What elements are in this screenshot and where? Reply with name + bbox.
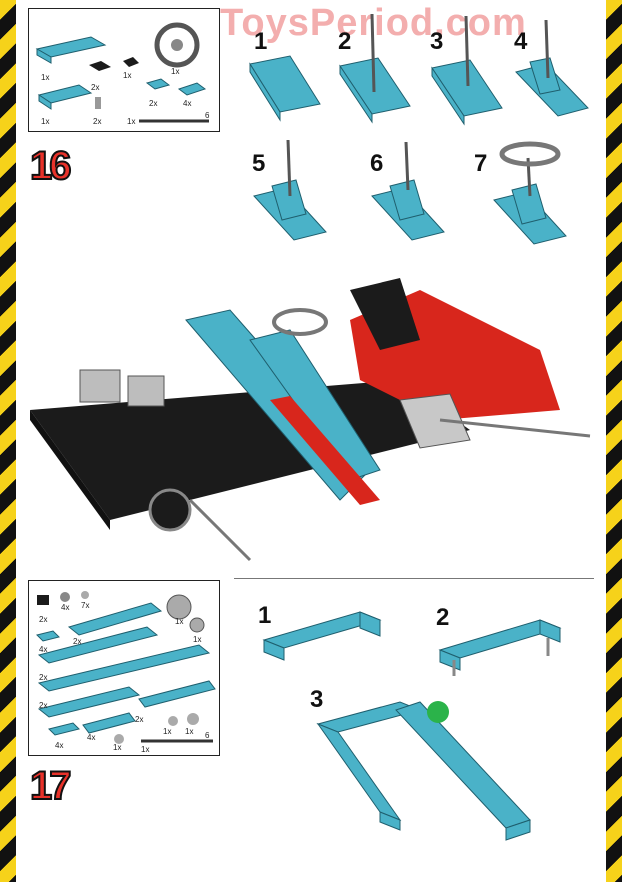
qty-label: 1x (41, 117, 50, 126)
qty-label: 1x (185, 727, 194, 736)
main-assembly (30, 278, 591, 562)
qty-label: 2x (135, 715, 144, 724)
axle-length-label: 6 (205, 111, 210, 120)
substep-number: 1 (258, 602, 272, 629)
substep-number: 5 (252, 150, 266, 177)
qty-label: 4x (61, 603, 70, 612)
qty-label: 1x (163, 727, 172, 736)
hazard-stripe-right (606, 0, 622, 882)
hazard-stripe-left (0, 0, 16, 882)
qty-label: 4x (55, 741, 64, 750)
qty-label: 2x (39, 701, 48, 710)
parts-box-step-16: 1x 2x 1x 1x 1x 2x 4x 2x 1x 6 (28, 8, 220, 132)
substep-number: 3 (430, 28, 444, 55)
qty-label: 4x (87, 733, 96, 742)
substep-number: 3 (310, 686, 324, 713)
parts-illustration-16 (35, 22, 209, 123)
qty-label: 1x (123, 71, 132, 80)
substep-number: 7 (474, 150, 488, 177)
substep-number: 4 (514, 28, 528, 55)
qty-label: 1x (127, 117, 136, 126)
step-number-16: 16 (29, 144, 72, 188)
qty-label: 1x (113, 743, 122, 752)
qty-label: 1x (175, 617, 184, 626)
section-divider (234, 578, 594, 579)
qty-label: 1x (171, 67, 180, 76)
qty-label: 7x (81, 601, 90, 610)
qty-label: 4x (39, 645, 48, 654)
parts-box-step-17: 2x 4x 7x 1x 2x 1x 4x 2x 2x 2x 4x 4x 1x 1… (28, 580, 220, 756)
step-number-17: 17 (29, 764, 72, 808)
substep-number: 2 (338, 28, 352, 55)
qty-label: 2x (39, 673, 48, 682)
qty-label: 2x (73, 637, 82, 646)
axle-length-label: 6 (205, 731, 210, 740)
qty-label: 1x (193, 635, 202, 644)
qty-label: 2x (149, 99, 158, 108)
substep-number: 6 (370, 150, 384, 177)
qty-label: 2x (93, 117, 102, 126)
green-marker (427, 701, 449, 723)
qty-label: 4x (183, 99, 192, 108)
qty-label: 2x (39, 615, 48, 624)
parts-illustration-17 (36, 591, 216, 744)
qty-label: 1x (141, 745, 150, 754)
qty-label: 2x (91, 83, 100, 92)
substep-number: 1 (254, 28, 268, 55)
qty-label: 1x (41, 73, 50, 82)
substep-number: 2 (436, 604, 450, 631)
